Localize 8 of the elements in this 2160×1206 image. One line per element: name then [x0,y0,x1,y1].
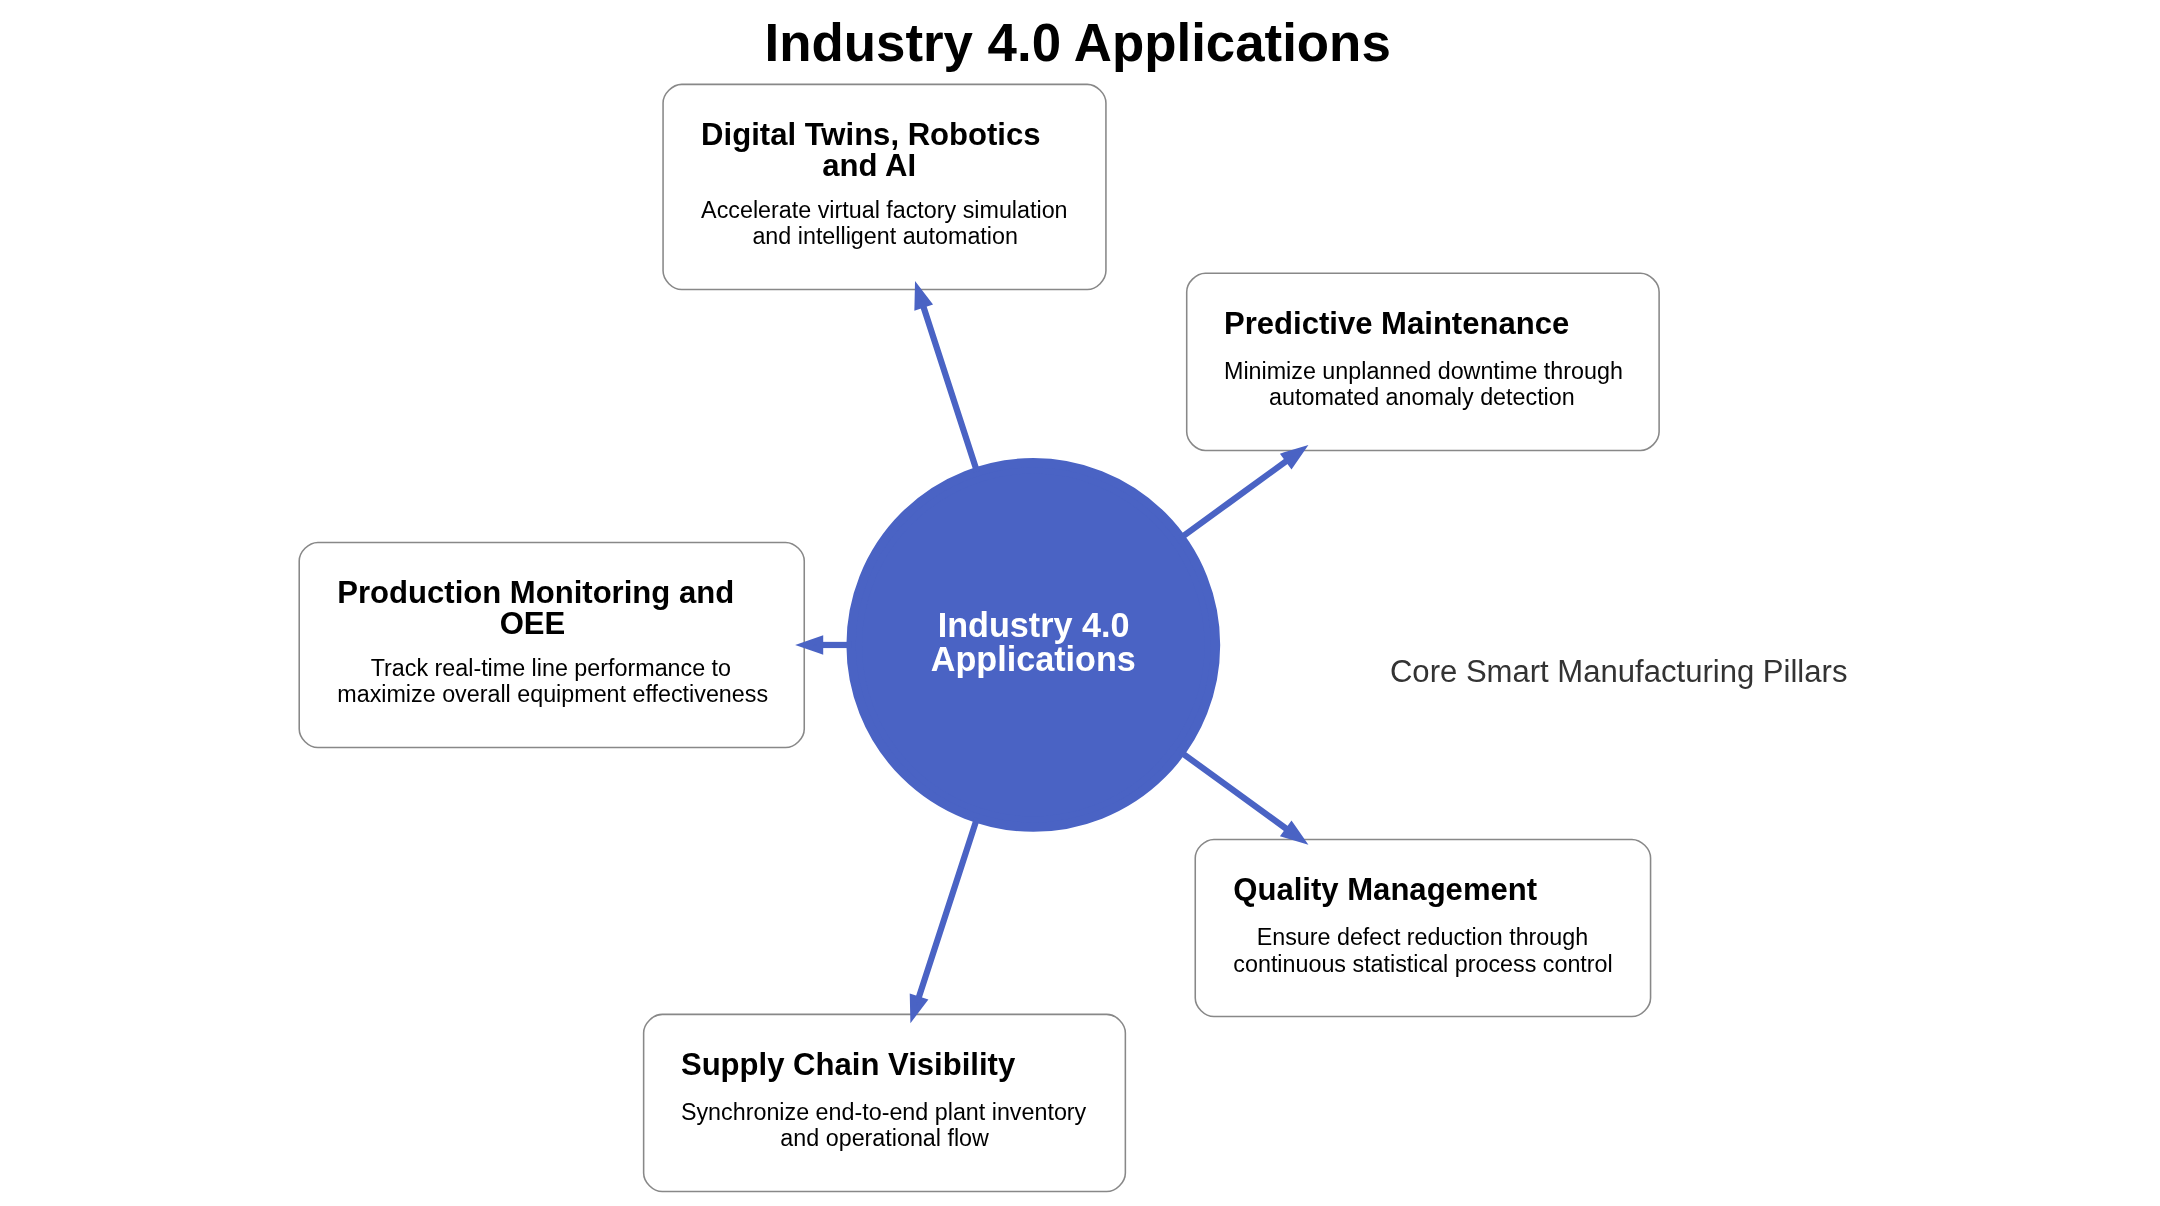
label: Core Smart Manufacturing Pillars [1389,654,1848,690]
node-box: Production Monitoring and OEE Track real-time line performance to maximize overall equipment effectiveness [298,541,806,749]
node-box: Quality Management Ensure defect reduction through continuous statistical process control [1194,838,1652,1018]
node-box: Predictive Maintenance Minimize unplanned downtime through automated anomaly detection [1185,272,1660,452]
diagram-title: Industry 4.0 Applications [764,13,1391,73]
node-circle: Industry 4.0 Applications [846,458,1221,832]
node-box: Digital Twins, Robotics and AI Accelerate virtual factory simulation and intelligent automation [662,83,1107,291]
node-box: Supply Chain Visibility Synchronize end-to-end plant inventory and operational flow [642,1013,1127,1193]
